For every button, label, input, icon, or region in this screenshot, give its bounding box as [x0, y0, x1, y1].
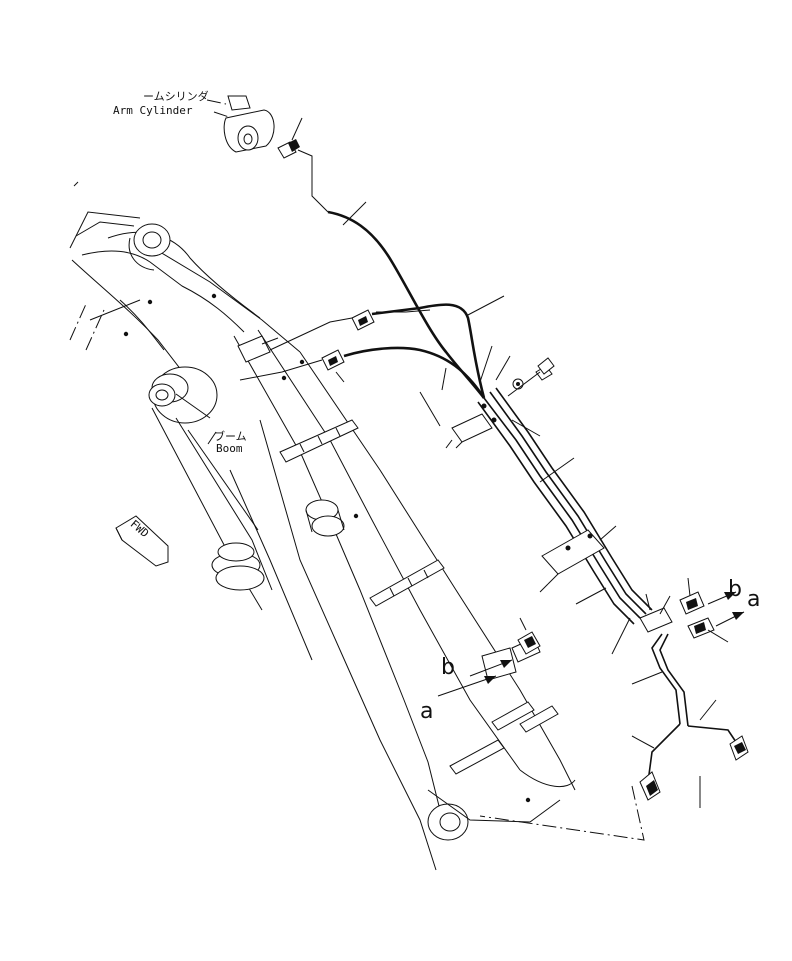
pipe-clamps [279, 419, 559, 775]
hoses [327, 210, 737, 783]
leader-lines [175, 295, 729, 808]
center-fittings [517, 617, 541, 655]
arm-cylinder-fitting [277, 117, 367, 226]
marker-b-center: b [441, 655, 455, 680]
boom-label-en: Boom [216, 442, 243, 455]
marker-a-right: a [747, 587, 760, 612]
marker-a-center: a [420, 699, 433, 724]
arm-cylinder-callout: ームシリンダ Arm Cylinder [113, 89, 275, 153]
marker-b-right: b [728, 577, 742, 602]
boom-label-jp: ブーム [214, 429, 247, 443]
bottom-unit [479, 735, 749, 841]
arm-cylinder-label-en: Arm Cylinder [113, 104, 193, 117]
connection-arrows [437, 591, 745, 697]
boom [69, 211, 576, 871]
fwd-direction-arrow: FWD [115, 515, 169, 567]
boom-callout: ブーム Boom [207, 429, 247, 455]
upper-fittings [237, 309, 375, 383]
hose-clamps [451, 357, 715, 639]
arm-cylinder-label-jp: ームシリンダ [143, 89, 209, 103]
